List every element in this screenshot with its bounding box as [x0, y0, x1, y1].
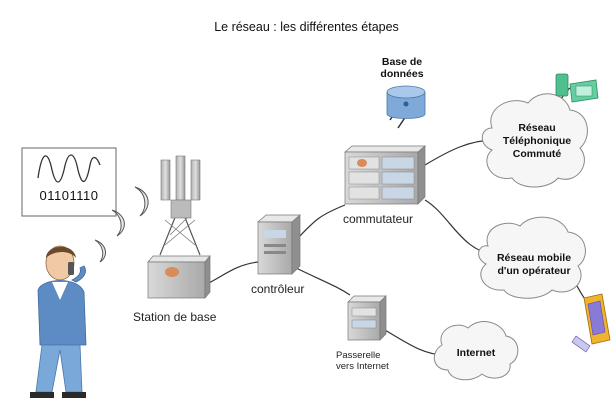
radio-wave-icon [94, 186, 149, 263]
mobile-phone-icon [571, 293, 611, 353]
binary-signal-text: 01101110 [39, 188, 99, 203]
cloud-mobile-line2: d'un opérateur [497, 265, 571, 277]
cloud-mobile-line1: Réseau mobile [496, 252, 572, 264]
cloud-internet-line1: Internet [456, 347, 496, 359]
signal-box [21, 147, 117, 217]
database-label: Base de données [372, 56, 432, 80]
controller-server-icon [257, 214, 301, 275]
person-with-phone-icon [30, 245, 87, 398]
database-icon [386, 85, 426, 119]
antenna-tower-icon [159, 155, 201, 256]
cloud-pstn [481, 93, 588, 188]
cloud-pstn-label: Réseau Téléphonique Commuté [494, 122, 580, 161]
gateway-label-line1: Passerelle [336, 350, 381, 361]
cloud-pstn-line1: Réseau [518, 122, 556, 134]
diagram-title: Le réseau : les différentes étapes [214, 20, 399, 34]
database-label-line2: données [380, 68, 424, 80]
cloud-mobile [478, 216, 586, 299]
switch-server-icon [344, 145, 426, 205]
gateway-label-line2: vers Internet [336, 361, 389, 372]
cloud-pstn-line3: Commuté [512, 148, 562, 160]
cloud-mobile-label: Réseau mobile d'un opérateur [486, 252, 582, 278]
switch-label: commutateur [343, 212, 414, 226]
base-station-server-icon [147, 255, 211, 299]
controller-label: contrôleur [251, 282, 305, 296]
cloud-pstn-line2: Téléphonique [502, 135, 572, 147]
database-label-line1: Base de [381, 56, 423, 68]
gateway-label: Passerelle vers Internet [336, 350, 389, 372]
cloud-internet [433, 321, 519, 381]
gateway-server-icon [347, 295, 387, 341]
base-station-label: Station de base [133, 310, 217, 324]
cloud-internet-label: Internet [446, 347, 506, 360]
fixed-phone-icon [555, 73, 599, 103]
